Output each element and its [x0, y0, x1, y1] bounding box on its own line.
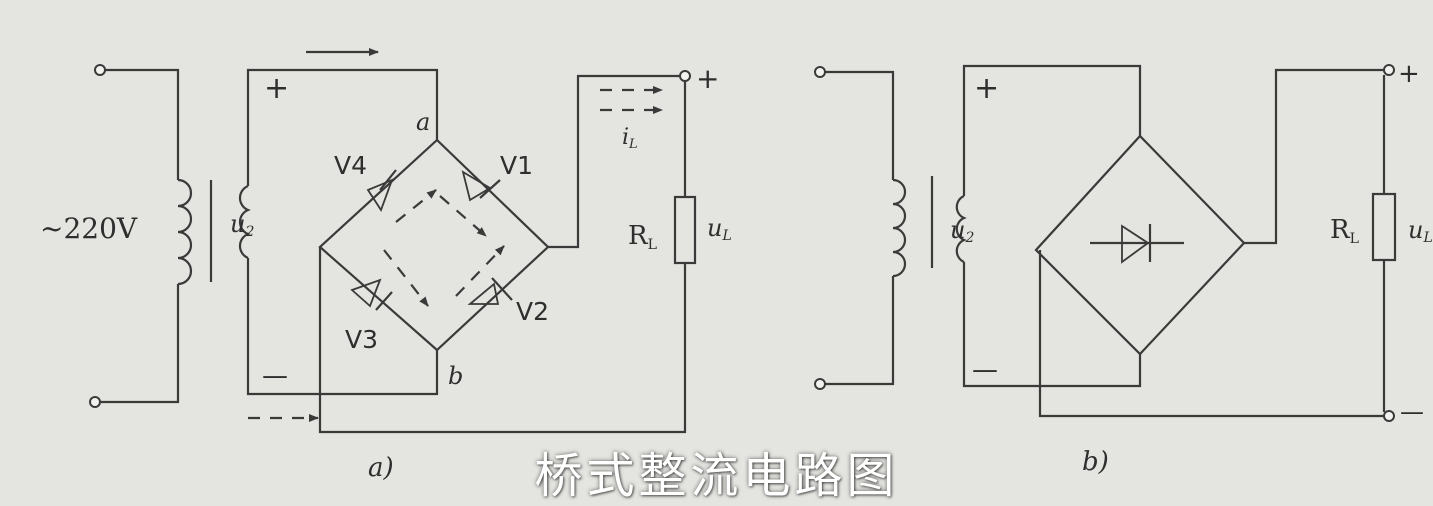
bridge-block-b [1034, 134, 1246, 356]
circuit-a: ~220V u2 + — a b V4 V1 V3 V2 iL RL uL + … [40, 48, 732, 483]
load-resistor-b [1371, 192, 1397, 262]
circuit-a-label: a) [368, 453, 394, 483]
input-terminal-bottom-a [89, 396, 101, 408]
output-wire-top-a [548, 74, 680, 249]
diagram-caption: 桥式整流电路图 [534, 448, 899, 504]
minus-sign-a: — [262, 361, 288, 391]
bridge-a [318, 139, 550, 352]
circuit-b: + — u2 RL uL + — b) [814, 59, 1433, 477]
secondary-voltage-label-b: u2 [950, 216, 974, 246]
source-voltage-label: ~220V [40, 212, 138, 245]
output-voltage-label-a: uL [707, 214, 732, 244]
primary-winding-a [89, 64, 193, 408]
bridge-diode-symbol [1121, 224, 1150, 264]
minus-sign-b: — [972, 355, 998, 385]
current-arrow-v4 [395, 189, 437, 223]
plus-sign-a: + [264, 71, 289, 106]
output-wire-top-b [1244, 68, 1385, 245]
load-resistor-label-a: RL [628, 221, 657, 253]
secondary-winding-b [955, 64, 1142, 388]
diode-label-v4: V4 [334, 151, 367, 180]
load-resistor-label-b: RL [1330, 215, 1359, 247]
output-wire-bottom-b [1038, 250, 1384, 418]
output-plus-a: + [696, 62, 719, 95]
plus-sign-b: + [974, 71, 999, 106]
input-terminal-bottom-b [814, 378, 826, 390]
output-plus-b: + [1398, 59, 1420, 89]
output-minus-b: — [1400, 398, 1424, 426]
diode-v4 [366, 169, 397, 212]
primary-winding-b [814, 66, 907, 390]
diode-v2 [467, 277, 513, 305]
diode-v1 [461, 170, 501, 202]
node-b-label: b [448, 362, 463, 390]
diode-label-v3: V3 [345, 325, 378, 354]
load-resistor-a [673, 195, 697, 265]
output-voltage-label-b: uL [1408, 216, 1433, 246]
secondary-voltage-label-a: u2 [230, 210, 254, 240]
circuit-b-label: b) [1082, 447, 1109, 477]
load-current-label: iL [622, 125, 638, 152]
output-wire-bottom-a [318, 247, 687, 434]
secondary-winding-a [238, 68, 439, 396]
node-a-label: a [416, 108, 430, 136]
diode-label-v2: V2 [516, 297, 549, 326]
current-arrow-v2 [455, 245, 505, 297]
input-terminal-top-b [814, 66, 826, 78]
output-terminal-plus-b [1383, 64, 1395, 76]
input-terminal-top-a [94, 64, 106, 76]
diode-label-v1: V1 [500, 151, 533, 180]
diode-v3 [350, 278, 393, 311]
output-terminal-minus-b [1383, 410, 1395, 422]
current-arrow-v3 [383, 249, 429, 307]
current-arrow-v1 [439, 195, 487, 237]
output-terminal-plus-a [679, 70, 691, 82]
